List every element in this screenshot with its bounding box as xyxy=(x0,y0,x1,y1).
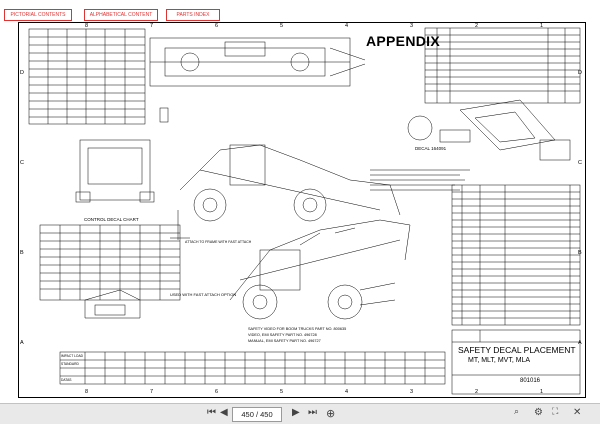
grid-bottom-2: 2 xyxy=(475,389,479,395)
grid-top-2: 2 xyxy=(475,23,479,29)
grid-bottom-6: 6 xyxy=(215,389,219,395)
standard-label: STANDARD xyxy=(61,362,79,366)
grid-bottom-8: 8 xyxy=(85,389,89,395)
previous-page-icon[interactable]: ◀ xyxy=(220,407,228,418)
alphabetical-content-button[interactable]: ALPHABETICAL CONTENT xyxy=(84,9,158,21)
grid-left-d: D xyxy=(20,70,24,76)
title-main: SAFETY DECAL PLACEMENT xyxy=(458,345,576,355)
drawing-number: 801016 xyxy=(520,378,541,384)
grid-bottom-1: 1 xyxy=(540,389,544,395)
grid-bottom-5: 5 xyxy=(280,389,284,395)
grid-top-5: 5 xyxy=(280,23,284,29)
viewer-toolbar: ⏮ ◀ 450 / 450 ▶ ⏭ ⊕ ⌕ ⚙ ⛶ ✕ xyxy=(0,403,600,424)
close-icon[interactable]: ✕ xyxy=(573,407,582,418)
zoom-in-icon[interactable]: ⊕ xyxy=(326,407,336,420)
first-page-icon[interactable]: ⏮ xyxy=(207,407,216,418)
settings-icon[interactable]: ⚙ xyxy=(534,407,543,418)
fast-attach-note-1: ATTACH TO FRAME WITH FAST ATTACH xyxy=(185,240,252,244)
technical-drawing xyxy=(28,27,581,395)
page-number-field[interactable]: 450 / 450 xyxy=(232,407,282,422)
grid-bottom-3: 3 xyxy=(410,389,414,395)
video-note-3: MANUAL, EMI SAFETY PART NO. 496727 xyxy=(248,339,321,343)
grid-top-8: 8 xyxy=(85,23,89,29)
last-page-icon[interactable]: ⏭ xyxy=(308,407,317,418)
document-page: PICTORIAL CONTENTS ALPHABETICAL CONTENT … xyxy=(0,0,600,403)
title-sub: MT, MLT, MVT, MLA xyxy=(468,357,531,364)
grid-left-b: B xyxy=(20,250,24,256)
video-note-1: SAFETY VIDEO FOR BOOM TRUCKS PART NO. 80… xyxy=(248,327,347,331)
drawing-frame xyxy=(18,22,586,398)
fast-attach-note-2: USED WITH FAST ATTACH OPTION xyxy=(170,292,237,297)
search-icon[interactable]: ⌕ xyxy=(514,407,520,417)
parts-index-button[interactable]: PARTS INDEX xyxy=(166,9,220,21)
appendix-heading: APPENDIX xyxy=(366,33,440,49)
control-decal-chart-title: CONTROL DECAL CHART xyxy=(84,217,139,222)
grid-right-c: C xyxy=(578,160,582,166)
fullscreen-icon[interactable]: ⛶ xyxy=(552,407,559,417)
grid-left-c: C xyxy=(20,160,24,166)
next-page-icon[interactable]: ▶ xyxy=(292,407,300,418)
grid-bottom-7: 7 xyxy=(150,389,154,395)
grid-bottom-4: 4 xyxy=(345,389,349,395)
grid-top-1: 1 xyxy=(540,23,544,29)
grid-top-7: 7 xyxy=(150,23,154,29)
video-note-2: VIDEO, EMI SAFETY PART NO. 496728 xyxy=(248,333,317,337)
datas-label: DATAS xyxy=(61,378,72,382)
grid-top-4: 4 xyxy=(345,23,349,29)
pictorial-contents-button[interactable]: PICTORIAL CONTENTS xyxy=(4,9,72,21)
grid-top-3: 3 xyxy=(410,23,414,29)
grid-top-6: 6 xyxy=(215,23,219,29)
grid-left-a: A xyxy=(20,340,24,346)
impact-load-label: IMPACT LOAD xyxy=(61,354,84,358)
decal-ref-label: DECAL 164091 xyxy=(415,146,447,151)
